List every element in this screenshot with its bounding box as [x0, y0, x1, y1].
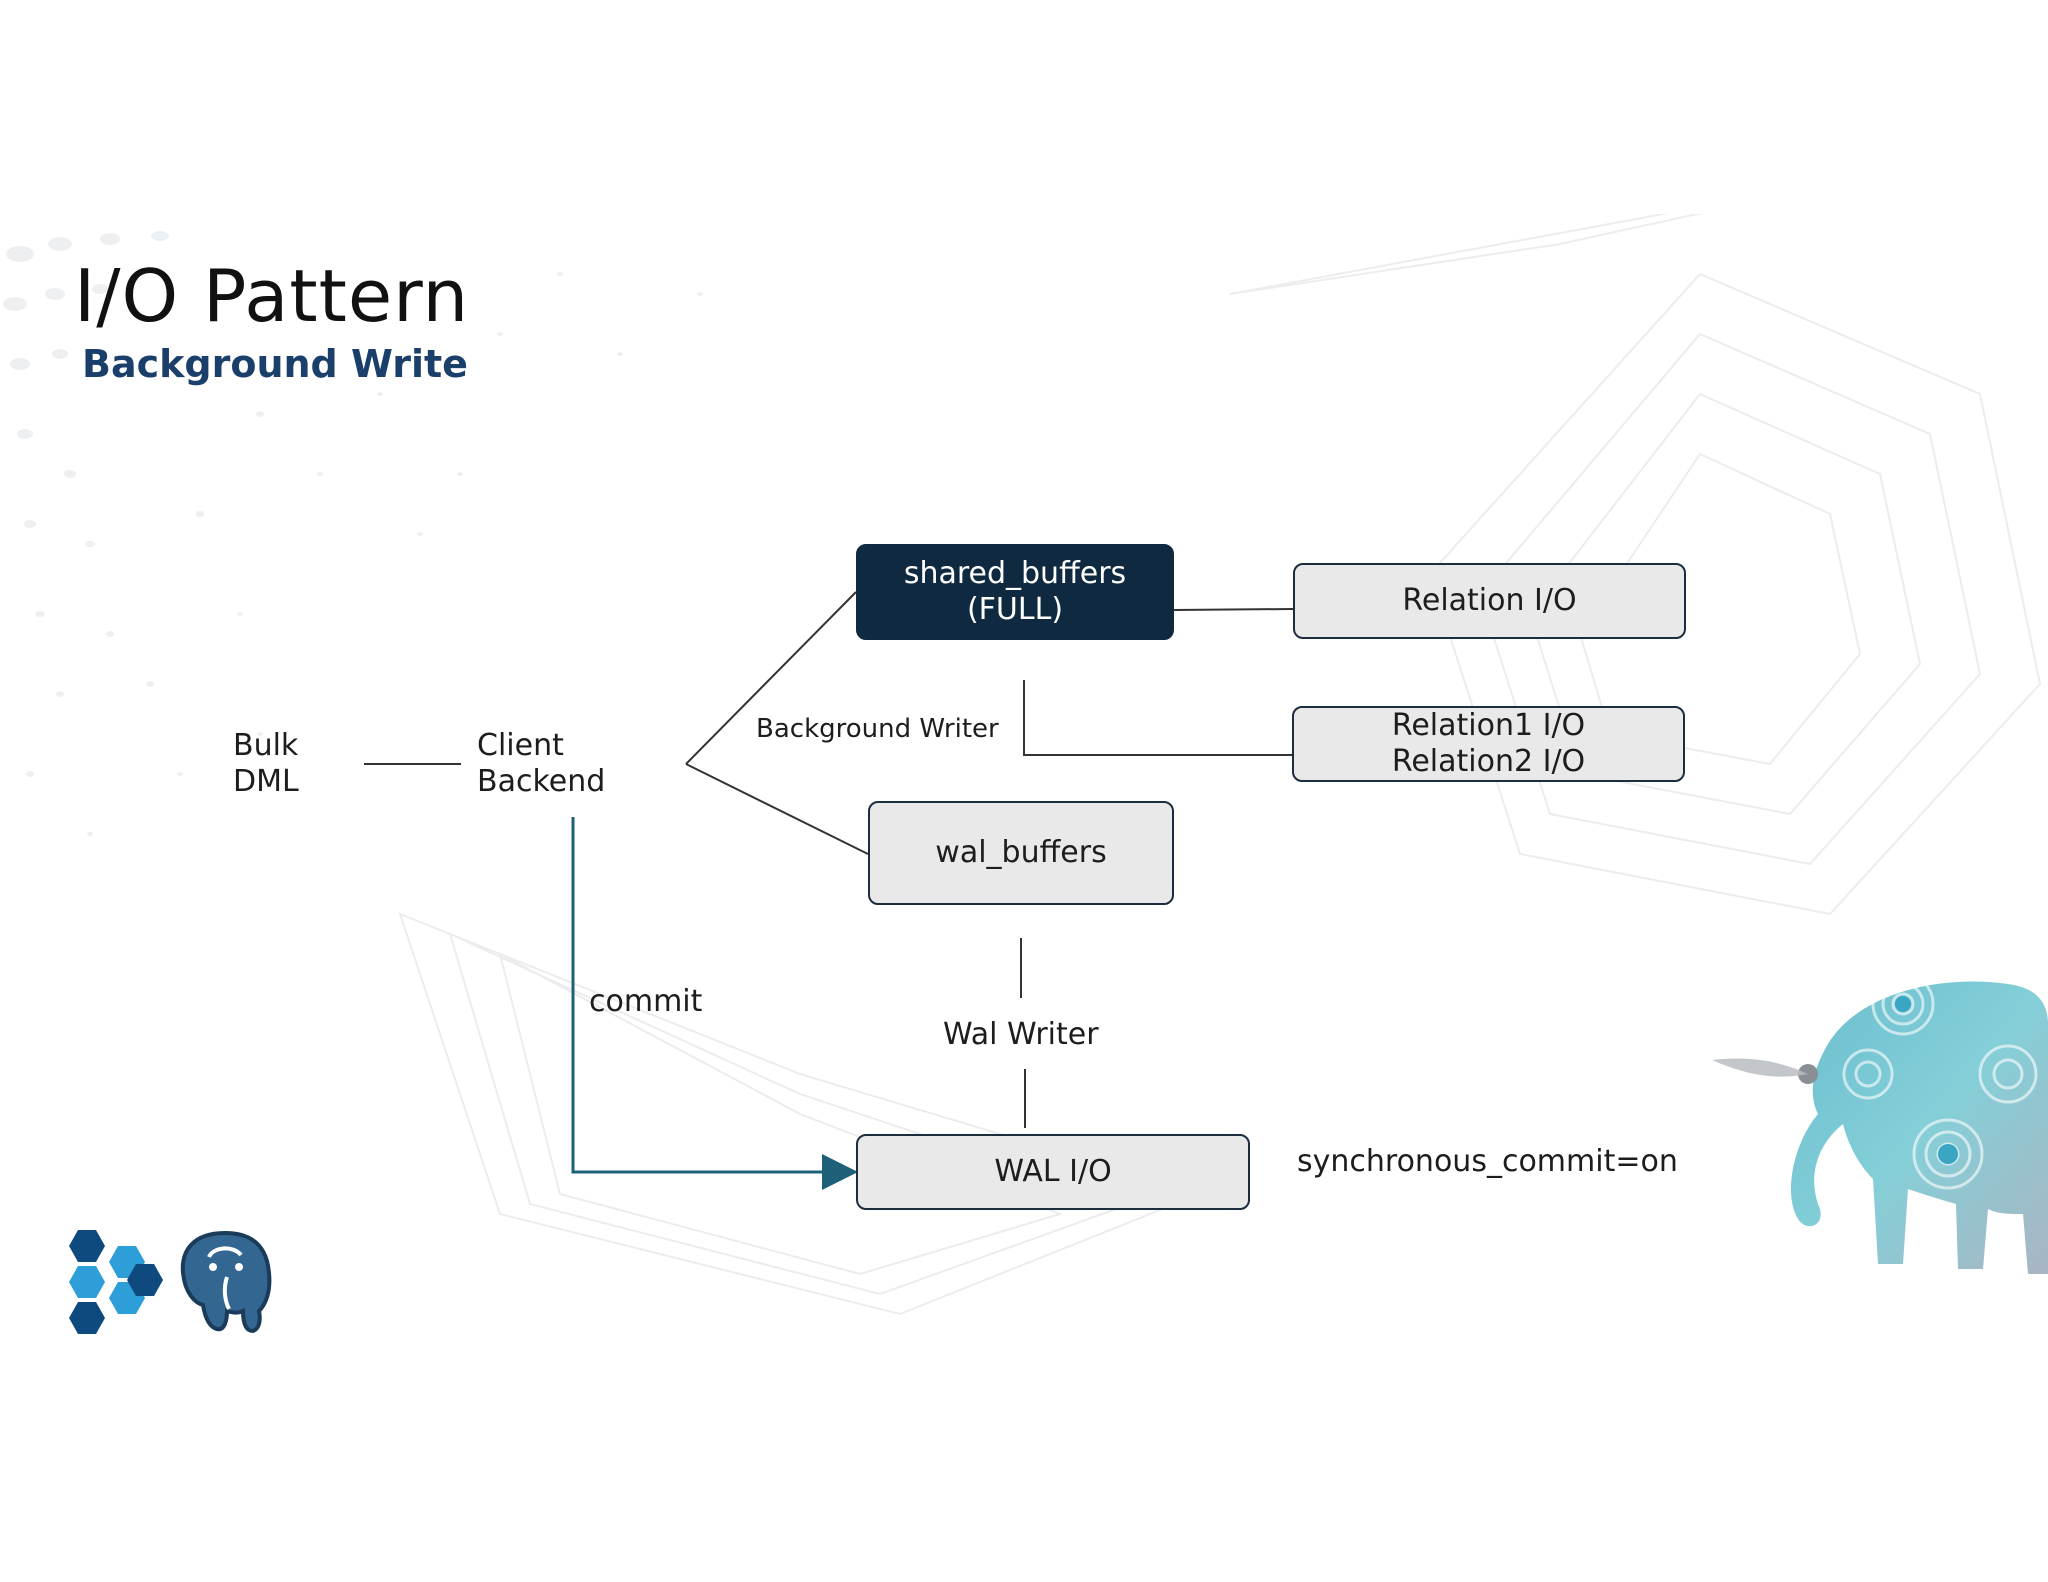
patterned-elephant-illustration-icon — [1712, 972, 2048, 1274]
connector-shared-relation — [1173, 608, 1294, 611]
page-title: I/O Pattern — [74, 254, 470, 338]
relation12-io-box: Relation1 I/O Relation2 I/O — [1292, 706, 1685, 782]
commit-label: commit — [589, 984, 703, 1019]
background-writer-label: Background Writer — [756, 714, 999, 744]
hexagon-cluster-logo-icon — [69, 1230, 163, 1334]
postgresql-elephant-logo-icon — [180, 1230, 272, 1334]
connector-client-shared-buffers — [685, 591, 857, 765]
connector-client-wal-buffers — [685, 763, 869, 855]
wal-io-box: WAL I/O — [856, 1134, 1250, 1210]
slide: I/O Pattern Background Write Bulk DML Cl… — [0, 214, 2048, 1366]
bulk-dml-label: Bulk DML — [233, 728, 299, 799]
commit-arrow — [571, 817, 858, 1190]
shared-buffers-box: shared_buffers (FULL) — [856, 544, 1174, 640]
page-subtitle: Background Write — [82, 342, 468, 386]
synchronous-commit-label: synchronous_commit=on — [1297, 1144, 1678, 1179]
client-backend-label: Client Backend — [477, 728, 606, 799]
relation-io-box: Relation I/O — [1293, 563, 1686, 639]
diagram-connectors — [364, 591, 1294, 1190]
wal-writer-label: Wal Writer — [943, 1017, 1099, 1052]
wal-buffers-box: wal_buffers — [868, 801, 1174, 905]
